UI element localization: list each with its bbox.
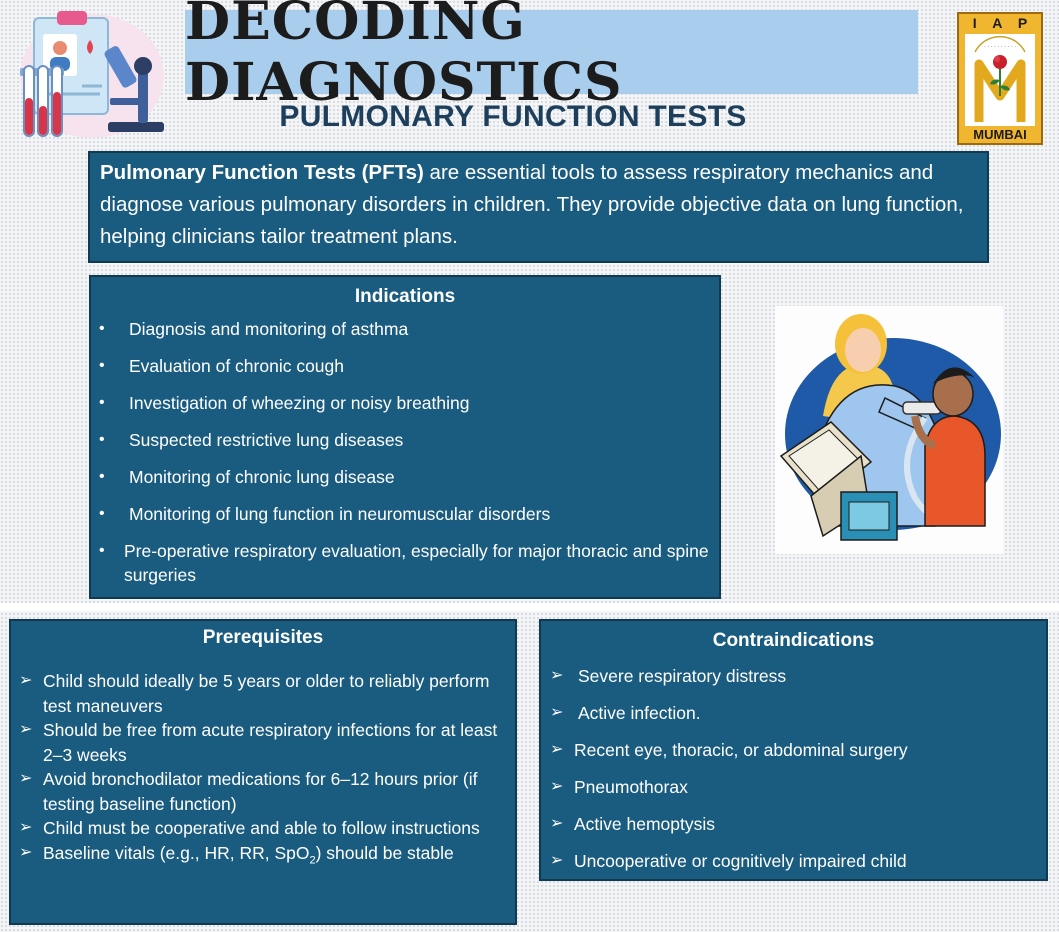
list-item: ➢Child should ideally be 5 years or olde… [19, 671, 490, 716]
lab-clipboard-microscope-illustration [12, 6, 172, 142]
bullet-icon: • [99, 357, 105, 374]
arrow-bullet-icon: ➢ [19, 721, 33, 738]
logo-letter-a: A [992, 15, 1003, 31]
list-item: ➢Severe respiratory distress [550, 666, 787, 686]
arrow-bullet-icon: ➢ [550, 667, 564, 684]
arrow-bullet-icon: ➢ [550, 704, 564, 721]
list-item: •Diagnosis and monitoring of asthma [99, 319, 409, 339]
list-item: •Pre-operative respiratory evaluation, e… [99, 541, 709, 585]
list-item: ➢Active hemoptysis [550, 814, 716, 834]
svg-text:· · · · · · · · · ·: · · · · · · · · · · [984, 44, 1016, 50]
arrow-bullet-icon: ➢ [19, 672, 33, 689]
arrow-bullet-icon: ➢ [19, 819, 33, 836]
bullet-icon: • [99, 431, 105, 448]
prerequisites-list: ➢Child should ideally be 5 years or olde… [11, 669, 515, 873]
logo-letter-i: I [972, 15, 977, 31]
prerequisites-box: Prerequisites ➢Child should ideally be 5… [9, 619, 517, 925]
title-banner: DECODING DIAGNOSTICS [185, 0, 918, 113]
prerequisites-heading: Prerequisites [202, 627, 324, 648]
arrow-bullet-icon: ➢ [550, 741, 564, 758]
list-item: ➢Uncooperative or cognitively impaired c… [550, 851, 907, 871]
logo-emblem: · · · · · · · · · · [965, 34, 1035, 126]
bullet-icon: • [99, 542, 105, 559]
list-item: ➢Baseline vitals (e.g., HR, RR, SpO2) sh… [19, 842, 454, 867]
intro-text: are essential tools to assess respirator… [100, 161, 964, 248]
list-item: ➢Recent eye, thoracic, or abdominal surg… [550, 740, 908, 760]
arrow-bullet-icon: ➢ [19, 843, 33, 861]
page-subtitle: PULMONARY FUNCTION TESTS [279, 100, 747, 133]
intro-box: Pulmonary Function Tests (PFTs) are esse… [88, 151, 989, 263]
page-title: DECODING DIAGNOSTICS [185, 0, 623, 113]
logo-letters: I A P [959, 14, 1041, 32]
contraindications-heading: Contraindications [712, 630, 875, 651]
list-item: ➢Avoid bronchodilator medications for 6–… [19, 769, 478, 814]
bullet-icon: • [99, 505, 105, 522]
contraindications-box: Contraindications ➢Severe respiratory di… [539, 619, 1048, 881]
child-spirometry-illustration [775, 306, 1003, 554]
list-item: ➢Child must be cooperative and able to f… [11, 816, 515, 841]
arrow-bullet-icon: ➢ [550, 852, 564, 869]
list-item: •Evaluation of chronic cough [99, 356, 344, 376]
section-divider [0, 603, 1059, 611]
iap-mumbai-logo: I A P · · · · · · · · · · MUMBAI [957, 12, 1043, 145]
list-item: ➢Active infection. [550, 703, 701, 723]
intro-lead: Pulmonary Function Tests (PFTs) [100, 161, 424, 184]
bullet-icon: • [99, 394, 105, 411]
arrow-bullet-icon: ➢ [19, 770, 33, 787]
logo-city: MUMBAI [973, 127, 1027, 142]
list-item: •Monitoring of chronic lung disease [99, 467, 395, 487]
indications-heading: Indications [354, 286, 456, 307]
bullet-icon: • [99, 468, 105, 485]
arrow-bullet-icon: ➢ [550, 815, 564, 832]
bullet-icon: • [99, 320, 105, 337]
list-item: •Suspected restrictive lung diseases [99, 430, 404, 450]
indications-box: Indications •Diagnosis and monitoring of… [89, 275, 721, 599]
list-item: ➢Should be free from acute respiratory i… [19, 720, 498, 765]
logo-letter-p: P [1017, 15, 1028, 31]
list-item: •Investigation of wheezing or noisy brea… [99, 393, 470, 413]
list-item: •Monitoring of lung function in neuromus… [99, 504, 551, 524]
indications-list: •Diagnosis and monitoring of asthma •Eva… [91, 317, 719, 587]
contraindications-list: ➢Severe respiratory distress ➢Active inf… [541, 664, 1046, 873]
arrow-bullet-icon: ➢ [550, 778, 564, 795]
list-item: ➢Pneumothorax [550, 777, 688, 797]
